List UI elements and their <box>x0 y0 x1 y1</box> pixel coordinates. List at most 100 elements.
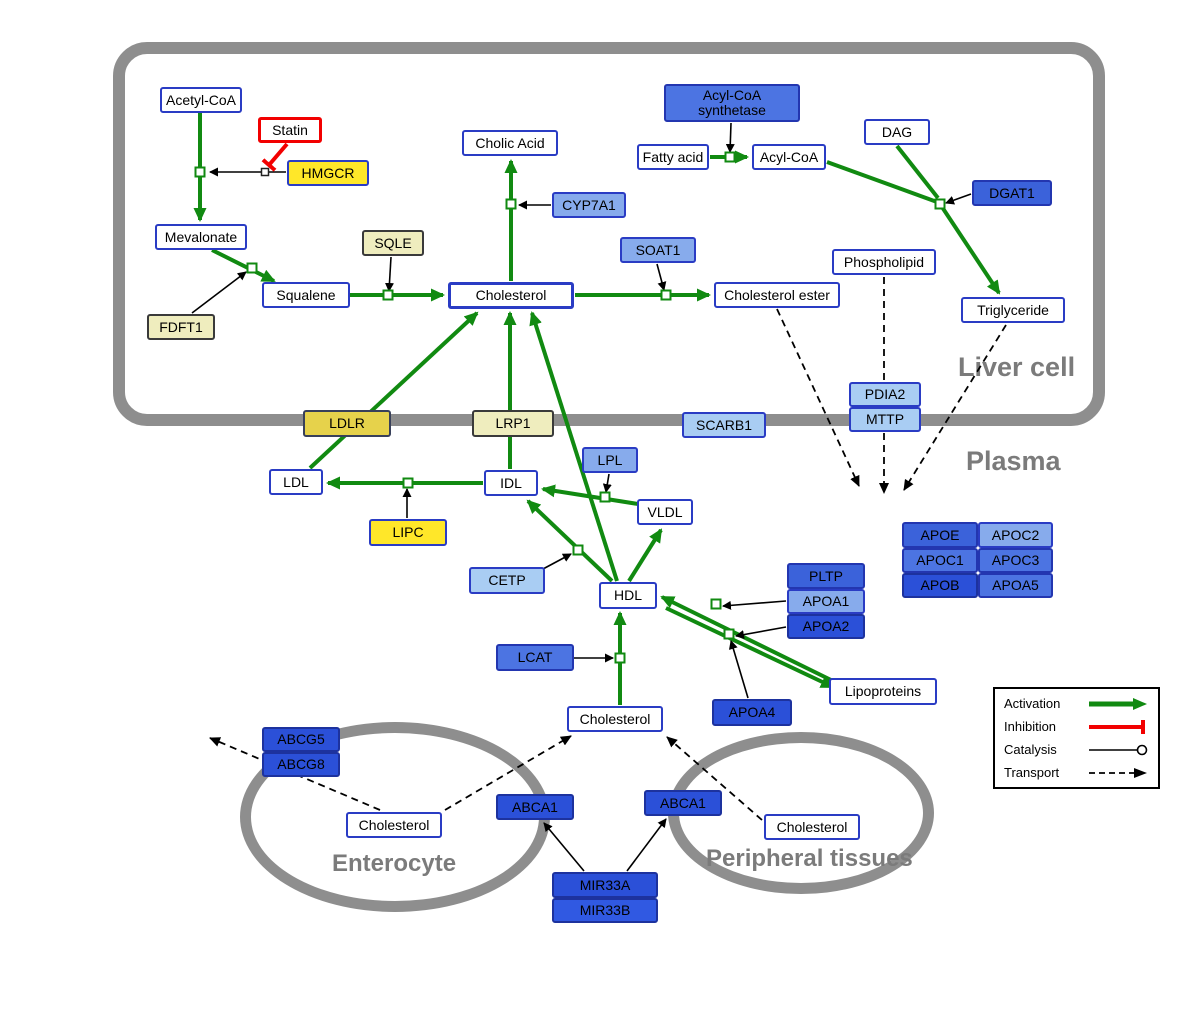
edge-catalysis <box>728 640 749 699</box>
edge-transport <box>209 737 381 811</box>
edge-catalysis <box>191 271 247 314</box>
node-apoa1[interactable]: APOA1 <box>787 589 865 614</box>
edge-catalysis <box>602 473 612 493</box>
node-cholesterol-ester[interactable]: Cholesterol ester <box>714 282 840 308</box>
node-apoa4[interactable]: APOA4 <box>712 699 792 726</box>
node-acyl-coa-synthetase[interactable]: Acyl-CoA synthetase <box>664 84 800 122</box>
legend-catalysis-label: Catalysis <box>1004 742 1057 757</box>
node-ldl[interactable]: LDL <box>269 469 323 495</box>
edge-transport <box>444 735 572 811</box>
node-triglyceride[interactable]: Triglyceride <box>961 297 1065 323</box>
edge-activation <box>526 499 614 583</box>
legend-row-catalysis: Catalysis <box>1004 742 1149 757</box>
node-lrp1[interactable]: LRP1 <box>472 410 554 437</box>
node-statin[interactable]: Statin <box>258 117 322 143</box>
reaction-node <box>599 491 611 503</box>
node-apoa5[interactable]: APOA5 <box>978 573 1053 598</box>
legend-row-inhibition: Inhibition <box>1004 719 1149 734</box>
node-abcg8[interactable]: ABCG8 <box>262 752 340 777</box>
node-pltp[interactable]: PLTP <box>787 563 865 589</box>
node-sqle[interactable]: SQLE <box>362 230 424 256</box>
catalysis-node <box>260 167 270 177</box>
reaction-node <box>614 652 626 664</box>
legend: Activation Inhibition Catalysis Transpor… <box>993 687 1160 789</box>
edge-activation <box>627 528 663 583</box>
node-mttp[interactable]: MTTP <box>849 407 921 432</box>
node-cetp[interactable]: CETP <box>469 567 545 594</box>
node-squalene[interactable]: Squalene <box>262 282 350 308</box>
liver-cell-label: Liver cell <box>958 352 1076 382</box>
reaction-node <box>572 544 584 556</box>
reaction-node <box>382 289 394 301</box>
node-scarb1[interactable]: SCARB1 <box>682 412 766 438</box>
node-dgat1[interactable]: DGAT1 <box>972 180 1052 206</box>
node-apoc1[interactable]: APOC1 <box>902 548 978 573</box>
inhibition-tbar-icon <box>1089 719 1145 734</box>
reaction-node <box>724 151 736 163</box>
edge-catalysis <box>626 818 667 872</box>
edge-inhibition <box>261 142 289 172</box>
node-cholic-acid[interactable]: Cholic Acid <box>462 130 558 156</box>
node-apoe[interactable]: APOE <box>902 522 978 548</box>
node-hmgcr[interactable]: HMGCR <box>287 160 369 186</box>
node-abcg5[interactable]: ABCG5 <box>262 727 340 752</box>
reaction-node <box>246 262 258 274</box>
edge-activation-plain <box>895 144 940 200</box>
edge-catalysis <box>656 263 667 291</box>
edge-catalysis <box>542 553 572 570</box>
edge-activation <box>940 205 1001 295</box>
node-dag[interactable]: DAG <box>864 119 930 145</box>
enterocyte-label: Enterocyte <box>332 850 457 877</box>
node-abca1-enterocyte[interactable]: ABCA1 <box>496 794 574 820</box>
node-lcat[interactable]: LCAT <box>496 644 574 671</box>
node-phospholipid[interactable]: Phospholipid <box>832 249 936 275</box>
node-ldlr[interactable]: LDLR <box>303 410 391 437</box>
node-cholesterol-peripheral[interactable]: Cholesterol <box>764 814 860 840</box>
edge-activation <box>660 595 832 682</box>
node-acyl-coa[interactable]: Acyl-CoA <box>752 144 826 170</box>
node-mir33a[interactable]: MIR33A <box>552 872 658 898</box>
reaction-node <box>194 166 206 178</box>
node-acetyl-coa[interactable]: Acetyl-CoA <box>160 87 242 113</box>
node-lpl[interactable]: LPL <box>582 447 638 473</box>
node-hdl[interactable]: HDL <box>599 582 657 609</box>
node-abca1-peripheral[interactable]: ABCA1 <box>644 790 722 816</box>
edge-catalysis <box>735 626 787 640</box>
edge-catalysis <box>384 256 394 292</box>
reaction-node <box>934 198 946 210</box>
node-apoc3[interactable]: APOC3 <box>978 548 1053 573</box>
legend-activation-label: Activation <box>1004 696 1061 711</box>
node-fdft1[interactable]: FDFT1 <box>147 314 215 340</box>
node-soat1[interactable]: SOAT1 <box>620 237 696 263</box>
node-mevalonate[interactable]: Mevalonate <box>155 224 247 250</box>
legend-transport-label: Transport <box>1004 765 1060 780</box>
edge-catalysis <box>725 122 735 153</box>
node-apob[interactable]: APOB <box>902 573 978 598</box>
reaction-nodes <box>194 151 946 664</box>
node-lipoproteins[interactable]: Lipoproteins <box>829 678 937 705</box>
node-pdia2[interactable]: PDIA2 <box>849 382 921 407</box>
node-apoc2[interactable]: APOC2 <box>978 522 1053 548</box>
reaction-node <box>402 477 414 489</box>
reaction-node <box>710 598 722 610</box>
node-cholesterol-liver[interactable]: Cholesterol <box>448 282 574 309</box>
node-cholesterol-plasma[interactable]: Cholesterol <box>567 706 663 732</box>
edge-catalysis <box>945 193 972 205</box>
node-mir33b[interactable]: MIR33B <box>552 898 658 923</box>
node-vldl[interactable]: VLDL <box>637 499 693 525</box>
edge-activation <box>529 311 619 582</box>
node-apoa2[interactable]: APOA2 <box>787 614 865 639</box>
edge-activation <box>665 606 835 689</box>
edge-activation <box>308 311 479 470</box>
node-fatty-acid[interactable]: Fatty acid <box>637 144 709 170</box>
node-cyp7a1[interactable]: CYP7A1 <box>552 192 626 218</box>
node-idl[interactable]: IDL <box>484 470 538 496</box>
node-cholesterol-enterocyte[interactable]: Cholesterol <box>346 812 442 838</box>
legend-row-activation: Activation <box>1004 696 1149 711</box>
node-lipc[interactable]: LIPC <box>369 519 447 546</box>
legend-inhibition-label: Inhibition <box>1004 719 1057 734</box>
peripheral-tissues-label: Peripheral tissues <box>706 845 913 872</box>
edge-catalysis <box>722 600 787 610</box>
